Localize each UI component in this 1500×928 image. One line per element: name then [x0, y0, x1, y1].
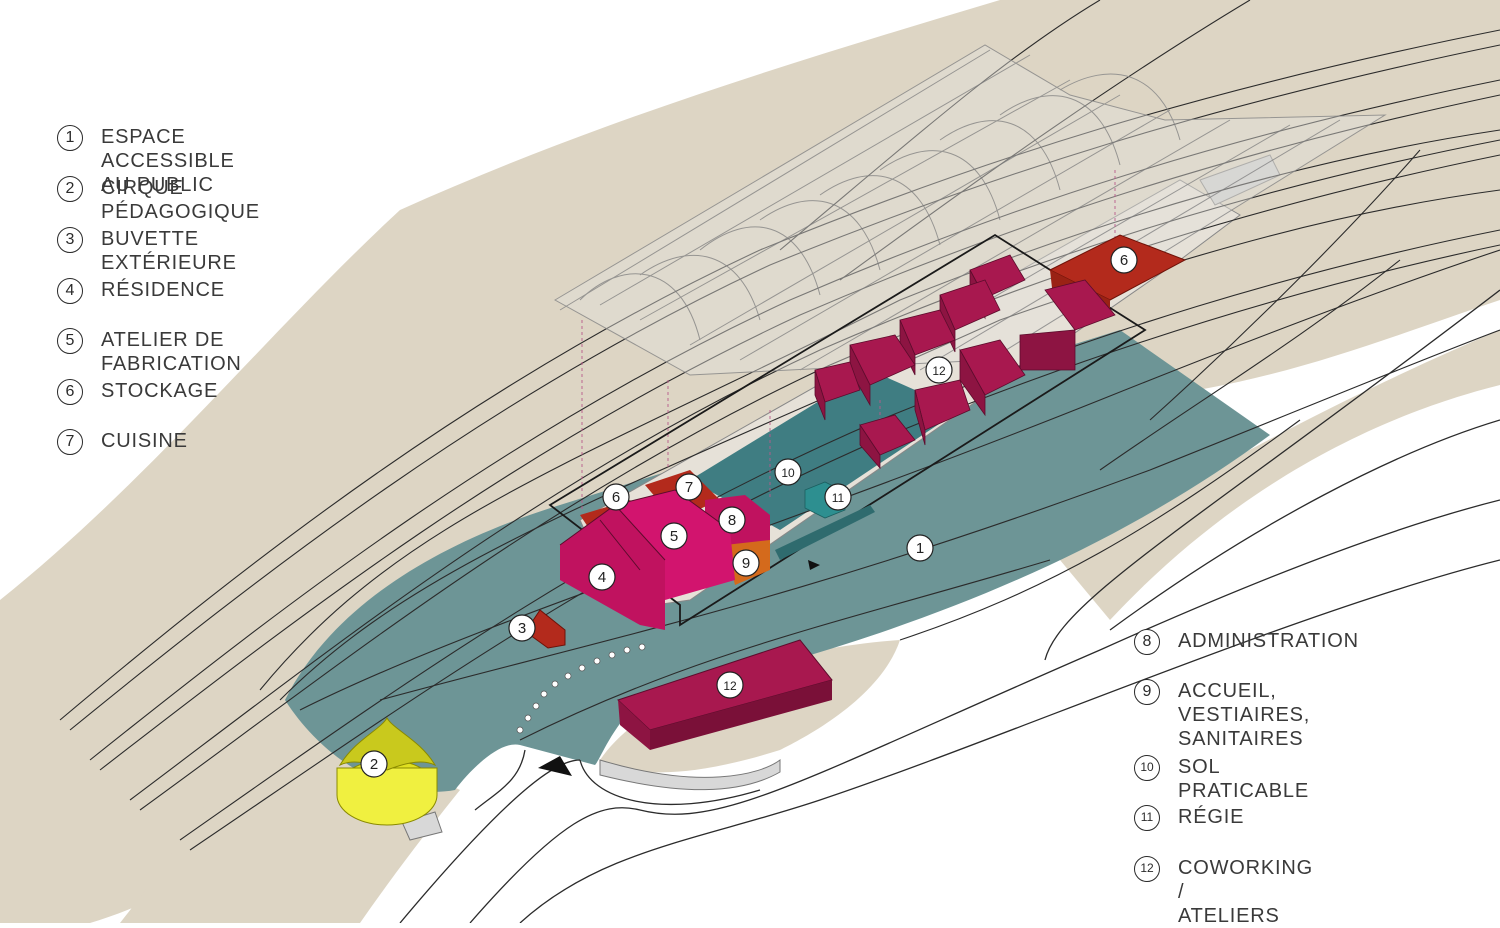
legend-label: SOL PRATICABLE: [1178, 756, 1309, 802]
svg-text:9: 9: [742, 555, 750, 572]
legend-item: 5 ATELIER DE FABRICATION: [57, 328, 242, 376]
legend-label: ATELIER DE FABRICATION: [101, 329, 242, 375]
legend-label: RÉSIDENCE: [101, 279, 225, 301]
legend-item: 12 COWORKING / ATELIERS: [1134, 856, 1313, 928]
legend-number: 3: [57, 227, 83, 253]
legend-label: ESPACE ACCESSIBLE AU PUBLIC: [101, 126, 235, 196]
coworking-hall-side: [618, 700, 650, 750]
legend-number: 10: [1134, 755, 1160, 781]
marker-4: 4: [588, 563, 616, 591]
marker-11: 11: [824, 483, 852, 511]
legend-number: 4: [57, 278, 83, 304]
legend-number: 5: [57, 328, 83, 354]
svg-text:1: 1: [916, 540, 924, 557]
legend-label: BUVETTE EXTÉRIEURE: [101, 228, 237, 274]
marker-8: 8: [718, 506, 746, 534]
south-embankment: [1060, 330, 1500, 620]
svg-text:6: 6: [612, 489, 620, 506]
legend-label: RÉGIE: [1178, 806, 1245, 828]
coworking-modules: [814, 254, 1116, 470]
legend-number: 11: [1134, 805, 1160, 831]
legend-label: ADMINISTRATION: [1178, 630, 1359, 652]
marker-7: 7: [675, 473, 703, 501]
svg-text:4: 4: [598, 569, 606, 586]
sol-praticable-floor: [690, 370, 960, 530]
svg-text:8: 8: [728, 512, 736, 529]
marker-3: 3: [508, 614, 536, 642]
legend-item: 9 ACCUEIL, VESTIAIRES, SANITAIRES: [1134, 679, 1310, 751]
light-string: [516, 643, 646, 734]
marker-6a: 6: [602, 483, 630, 511]
svg-text:10: 10: [781, 466, 795, 480]
public-space-area: [285, 330, 1270, 792]
legend-item: 3 BUVETTE EXTÉRIEURE: [57, 227, 237, 275]
column-lines: [581, 170, 1116, 510]
legend-number: 9: [1134, 679, 1160, 705]
svg-text:11: 11: [832, 491, 845, 505]
legend-number: 12: [1134, 856, 1160, 882]
legend-item: 7 CUISINE: [57, 429, 188, 455]
marker-6b: 6: [1110, 246, 1138, 274]
legend-number: 7: [57, 429, 83, 455]
marker-12b: 12: [716, 671, 744, 699]
legend-number: 2: [57, 176, 83, 202]
marker-10: 10: [774, 458, 802, 486]
legend-number: 1: [57, 125, 83, 151]
legend-item: 4 RÉSIDENCE: [57, 278, 225, 304]
marker-2: 2: [360, 750, 388, 778]
svg-text:12: 12: [723, 679, 737, 693]
entrance-arrow-south: [538, 756, 572, 776]
marker-9: 9: [732, 549, 760, 577]
legend-number: 6: [57, 379, 83, 405]
legend-label: ACCUEIL, VESTIAIRES, SANITAIRES: [1178, 680, 1311, 750]
bench: [775, 505, 875, 560]
legend-label: STOCKAGE: [101, 380, 219, 402]
legend-number: 8: [1134, 629, 1160, 655]
legend-item: 10 SOL PRATICABLE: [1134, 755, 1309, 803]
legend-item: 11 RÉGIE: [1134, 805, 1244, 831]
svg-text:6: 6: [1120, 252, 1128, 269]
marker-1: 1: [906, 534, 934, 562]
legend-item: 6 STOCKAGE: [57, 379, 218, 405]
retaining-wall: [599, 759, 781, 791]
marker-5: 5: [660, 522, 688, 550]
legend-label: CUISINE: [101, 430, 188, 452]
marker-12a: 12: [925, 356, 953, 384]
road-lines: [399, 289, 1500, 923]
legend-item: 1 ESPACE ACCESSIBLE AU PUBLIC: [57, 125, 235, 197]
cirque-tent: [336, 717, 438, 826]
svg-text:3: 3: [518, 620, 526, 637]
legend-item: 8 ADMINISTRATION: [1134, 629, 1359, 655]
legend-label: COWORKING / ATELIERS: [1178, 857, 1313, 927]
legend-label: CIRQUE PÉDAGOGIQUE: [101, 177, 260, 223]
legend-item: 2 CIRQUE PÉDAGOGIQUE: [57, 176, 260, 224]
svg-text:2: 2: [370, 756, 378, 773]
svg-text:7: 7: [685, 479, 693, 496]
entrance-arrow-platform: [808, 560, 820, 570]
svg-text:5: 5: [670, 528, 678, 545]
cirque-ground: [120, 690, 460, 923]
residence-block: [560, 505, 665, 630]
svg-text:12: 12: [932, 364, 946, 378]
canopy-roof-structure: [553, 44, 1387, 376]
coworking-hall-front: [650, 680, 832, 750]
